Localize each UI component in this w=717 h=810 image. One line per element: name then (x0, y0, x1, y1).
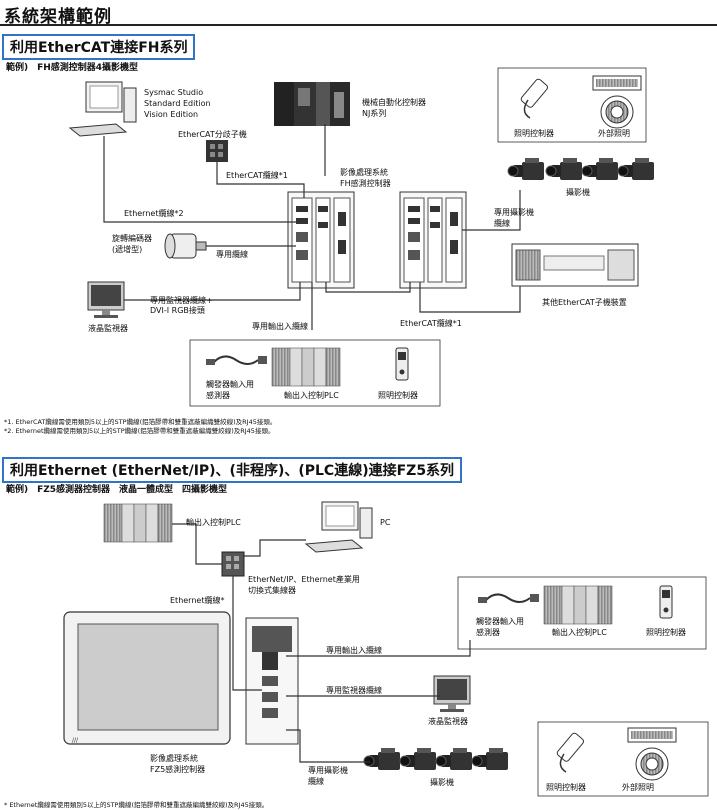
camera-2-icon (545, 157, 583, 181)
dedicated-cable-label: 專用纜線 (216, 250, 248, 259)
note-1: *1. EtherCAT纜線需使用類別5以上的STP纜線(鋁箔膠帶和雙重遮蔽編織… (4, 418, 277, 426)
junction-label: EtherCAT分歧子機 (178, 130, 247, 139)
svg-text:///: /// (72, 737, 79, 744)
encoder-line2: (遞增型) (112, 245, 143, 254)
switch-line2: 切換式集線器 (248, 586, 296, 595)
nj-label-line2: NJ系列 (362, 109, 387, 118)
lighting-controller-4-label: 照明控制器 (546, 783, 586, 792)
external-lighting-2-label: 外部照明 (622, 783, 654, 792)
io-box-2 (457, 576, 707, 650)
vision-system-2-line1: 影像處理系統 (150, 754, 198, 763)
io-plc-3-icon (543, 585, 613, 625)
lighting-controller-2-label: 照明控制器 (378, 391, 418, 400)
encoder-line1: 旋轉編碼器 (112, 234, 152, 243)
junction-slave-icon (206, 140, 228, 162)
io-plc-label: 輸出入控制PLC (284, 391, 339, 400)
nj-label-line1: 機械自動化控制器 (362, 98, 426, 107)
io-plc-2-label: 輸出入控制PLC (186, 518, 241, 527)
section2-heading: 利用Ethernet (EtherNet/IP)、(非程序)、(PLC連線)連接… (2, 457, 463, 483)
ethernet-cable-2-label: Ethernet纜線* (170, 596, 225, 605)
trigger-sensor-1-icon (205, 355, 268, 366)
ethercat-slave-device-icon (511, 243, 639, 287)
note-3: * Ethernet纜線需使用類別5以上的STP纜線(鋁箔膠帶和雙重遮蔽編織雙絞… (4, 801, 269, 809)
camera-cable-line2: 纜線 (494, 219, 510, 228)
trigger-sensor-2-line1: 觸發器輸入用 (476, 617, 524, 626)
io-plc-1-icon (271, 347, 341, 387)
camera-8-icon (471, 747, 509, 771)
nj-controller-icon (274, 82, 350, 126)
camera-5-icon (363, 747, 401, 771)
monitor-cable-2-label: 專用監視器纜線 (326, 686, 382, 695)
pc-label: PC (380, 518, 391, 527)
camera-cable-2-line2: 纜線 (308, 777, 324, 786)
lcd-monitor-label: 液晶監視器 (88, 324, 128, 333)
trigger-sensor-line2: 感測器 (206, 391, 230, 400)
pc-software-line1: Sysmac Studio (144, 88, 204, 97)
section2-example: 範例) FZ5感測器控制器 液晶一體成型 四攝影機型 (6, 485, 228, 495)
io-plc-3-label: 輸出入控制PLC (552, 628, 607, 637)
switch-hub-icon (221, 551, 245, 577)
external-lighting-2-icon (627, 727, 677, 781)
section2-cables (172, 523, 471, 763)
pc-icon (68, 81, 137, 137)
monitor-cable-line2: DVI-I RGB接頭 (150, 306, 205, 315)
cameras-label: 攝影機 (566, 188, 590, 197)
lcd-monitor-1-icon (87, 281, 125, 319)
vision-system-line2: FH感測控制器 (340, 179, 391, 188)
trigger-sensor-line1: 觸發器輸入用 (206, 380, 254, 389)
io-cable-label: 專用輸出入纜線 (252, 322, 308, 331)
lcd-monitor-2-icon (433, 675, 471, 713)
external-lighting-label: 外部照明 (598, 129, 630, 138)
lighting-controller-2-icon (659, 585, 673, 619)
switch-line1: EtherNet/IP、Ethernet產業用 (248, 575, 360, 584)
camera-1-icon (507, 157, 545, 181)
ethercat-cable-bottom-label: EtherCAT纜線*1 (400, 319, 462, 328)
lighting-controller-1b-icon (395, 347, 409, 381)
camera-cable-2-line1: 專用攝影機 (308, 766, 348, 775)
lighting-controller-label: 照明控制器 (514, 129, 554, 138)
section1-heading: 利用EtherCAT連接FH系列 (2, 34, 196, 60)
lcd-monitor-2-label: 液晶監視器 (428, 717, 468, 726)
external-lighting-1-icon (592, 75, 642, 129)
pc-software-line2: Standard Edition (144, 99, 211, 108)
encoder-icon (164, 233, 207, 259)
lighting-box-1 (497, 67, 647, 143)
fz5-controller-icon (245, 617, 299, 745)
lighting-box-2 (537, 721, 709, 797)
title-divider (0, 24, 717, 26)
section1-cables (103, 124, 521, 330)
section1-example: 範例) FH感測控制器4攝影機型 (6, 63, 139, 73)
fz5-lcd-panel-icon: /// (63, 611, 231, 745)
lighting-controller-1-icon (519, 77, 550, 119)
camera-cable-line1: 專用攝影機 (494, 208, 534, 217)
other-slaves-label: 其他EtherCAT子機裝置 (542, 298, 627, 307)
cameras-2-label: 攝影機 (430, 778, 454, 787)
camera-3-icon (581, 157, 619, 181)
pc-software-line3: Vision Edition (144, 110, 199, 119)
fh-controller-2-icon (399, 191, 467, 289)
vision-system-2-line2: FZ5感測控制器 (150, 765, 206, 774)
pc-2-icon (304, 501, 373, 553)
lighting-controller-3-icon (555, 731, 586, 773)
ethercat-cable-label: EtherCAT纜線*1 (226, 171, 288, 180)
page-title: 系統架構範例 (4, 7, 112, 27)
camera-6-icon (399, 747, 437, 771)
ethernet-cable-label: Ethernet纜線*2 (124, 209, 184, 218)
monitor-cable-line1: 專用監視器纜線+ (150, 296, 213, 305)
camera-7-icon (435, 747, 473, 771)
lighting-controller-3-label: 照明控制器 (646, 628, 686, 637)
fh-controller-1-icon (287, 191, 355, 289)
note-2: *2. Ethernet纜線需使用類別5以上的STP纜線(鋁箔膠帶和雙重遮蔽編織… (4, 427, 275, 435)
io-cable-2-label: 專用輸出入纜線 (326, 646, 382, 655)
trigger-sensor-2-icon (477, 593, 540, 604)
vision-system-line1: 影像處理系統 (340, 168, 388, 177)
io-box-1 (189, 339, 441, 407)
camera-4-icon (617, 157, 655, 181)
io-plc-2-icon (103, 503, 173, 543)
trigger-sensor-2-line2: 感測器 (476, 628, 500, 637)
